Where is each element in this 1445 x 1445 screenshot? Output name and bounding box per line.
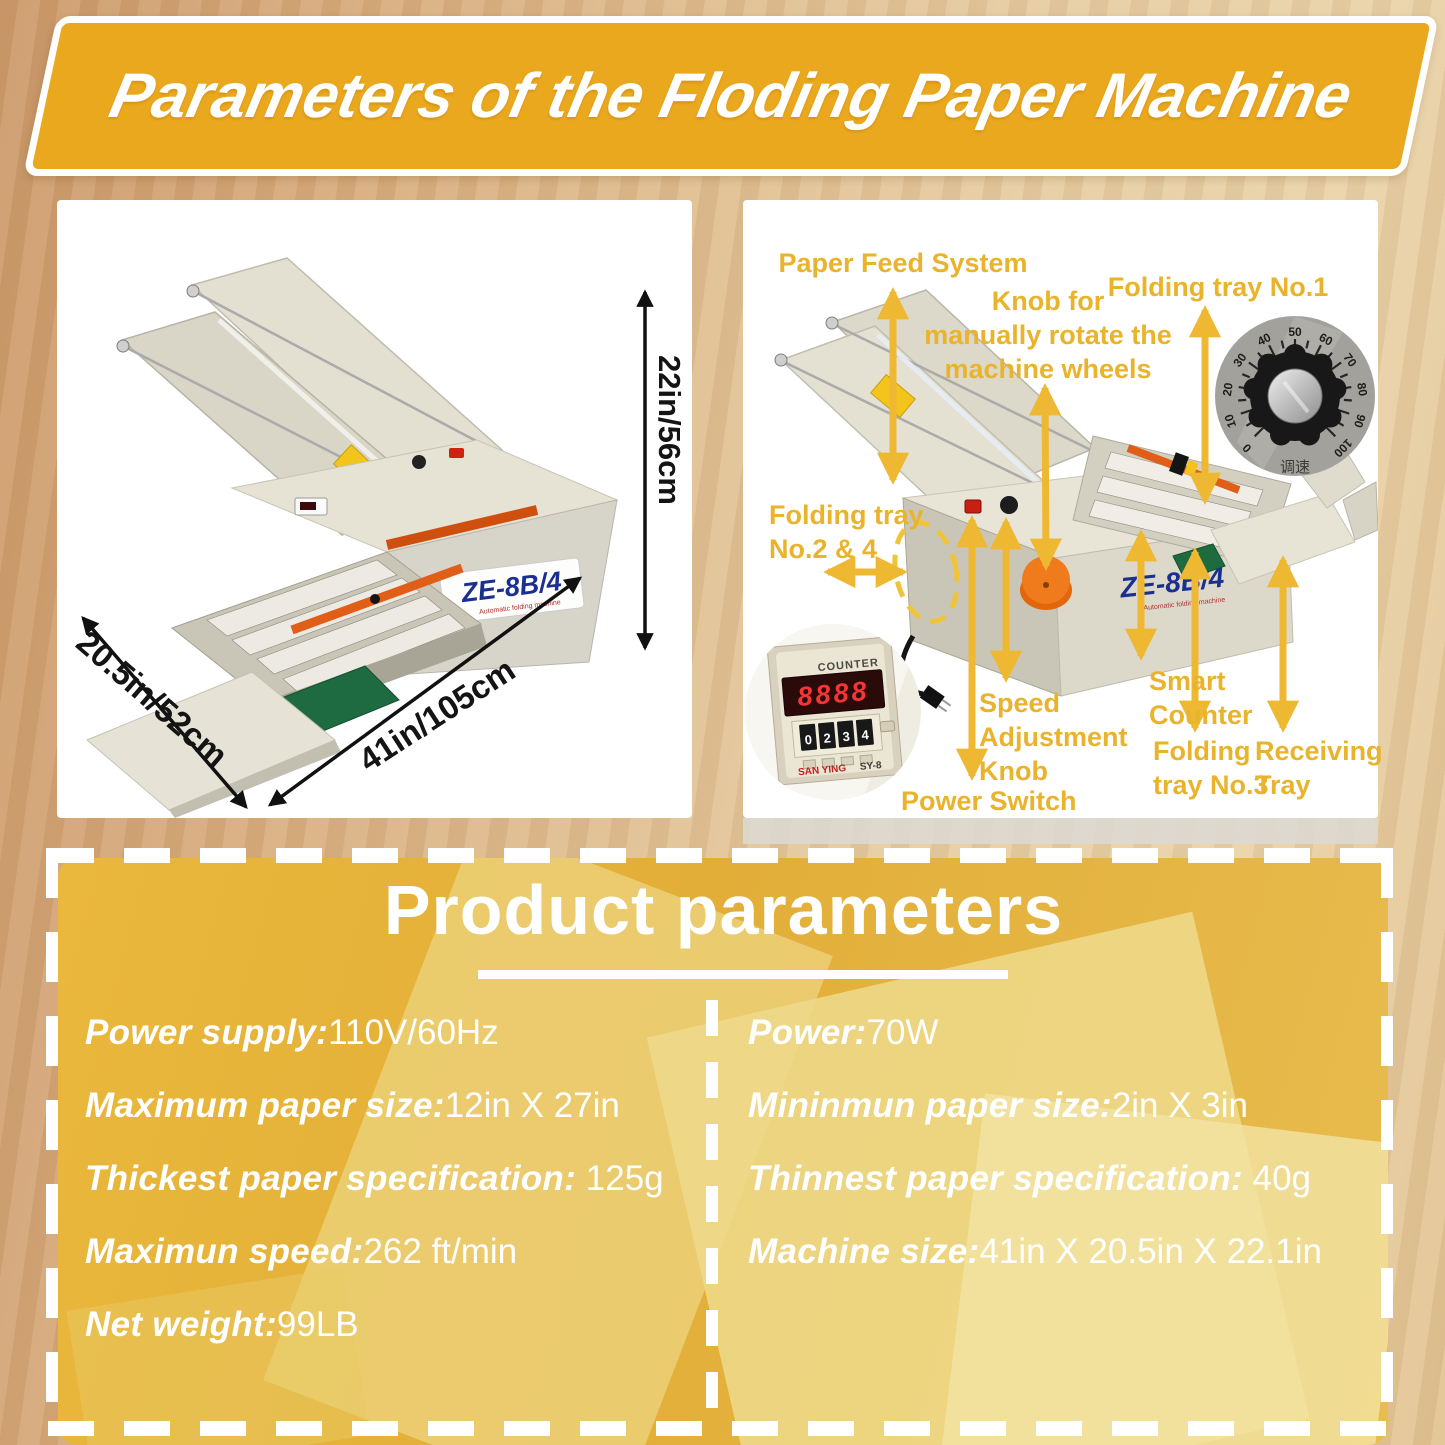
banner-title: Parameters of the Floding Paper Machine: [103, 61, 1359, 131]
folding-tray-1-label: Folding tray No.1: [1107, 272, 1329, 302]
smart-counter-label: Smart Counter: [1149, 666, 1253, 730]
power-switch: [449, 448, 464, 458]
paper-feed-label: Paper Feed System: [778, 248, 1028, 278]
counter-inset: COUNTER 8888 0 2 3 4: [745, 624, 921, 800]
spec-row-max-paper-size: Maximum paper size:12in X 27in: [85, 1086, 620, 1125]
dial-number: 90: [1351, 412, 1369, 429]
folding-tray-2-4-label: Folding tray No.2 & 4: [769, 500, 924, 564]
hand-wheel-arrow: [1029, 383, 1062, 571]
receiving-tray-label: Receiving Tray: [1255, 736, 1383, 800]
folding-machine-parts-illustration: ZE-8B/4 Automatic folding machine: [745, 287, 1378, 800]
dial-tick: [1343, 398, 1352, 402]
rod-knob: [116, 339, 130, 353]
dial-tick: [1241, 373, 1251, 379]
depth-dimension-arrow: [81, 616, 248, 809]
spec-row-min-paper-size: Mininmun paper size:2in X 3in: [748, 1086, 1249, 1125]
callout-arrows: [823, 287, 1300, 781]
column-divider: [706, 1000, 718, 1420]
dashed-border-bottom: [48, 1421, 1392, 1436]
dial-number: 60: [1317, 330, 1336, 349]
banner: Parameters of the Floding Paper Machine: [22, 16, 1440, 176]
dial-number: 20: [1220, 381, 1236, 397]
product-parameters-box: [58, 858, 1388, 1445]
counter-display: [300, 502, 316, 510]
wheel-digit: 4: [861, 727, 870, 743]
counter-brand: SAN YING: [798, 763, 847, 778]
guide-clamp: [370, 594, 380, 604]
rod-knob: [186, 284, 200, 298]
speed-adjustment-knob-label: Speed Adjustment Knob: [979, 688, 1128, 786]
power-switch: [964, 499, 982, 514]
dial-tick: [1324, 425, 1337, 438]
counter-title: COUNTER: [817, 657, 879, 674]
speed-knob: [1000, 496, 1018, 514]
dial-tick: [1280, 340, 1285, 349]
feed-tray-rod: [781, 359, 1048, 492]
wheel-digit: 2: [823, 730, 832, 746]
dial-tick: [1238, 398, 1247, 402]
dashed-border-top: [48, 848, 1392, 863]
power-switch-label: Power Switch: [901, 786, 1077, 816]
feed-tray-rod: [192, 289, 498, 454]
wheel-digit: 3: [842, 729, 851, 745]
dial-knob: [1243, 344, 1347, 446]
power-plug: [919, 685, 952, 713]
rod-knob: [825, 316, 839, 330]
parts-callout-photo-panel: ZE-8B/4 Automatic folding machine: [743, 200, 1383, 818]
dial-tick: [1253, 425, 1266, 438]
spec-row-power: Power:70W: [748, 1013, 939, 1052]
spec-row-power-supply: Power supply:110V/60Hz: [85, 1013, 499, 1052]
dashed-border-right: [1381, 848, 1393, 1436]
paper-sheet-decor: [66, 1267, 370, 1445]
rod-knob: [774, 353, 788, 367]
photo-backdrop-shadow: [743, 818, 1378, 844]
spec-row-thinnest-paper: Thinnest paper specification: 40g: [748, 1159, 1312, 1198]
counter-led-digits: 8888: [796, 676, 870, 712]
height-dimension-label: 22in/56cm: [652, 355, 687, 505]
folding-tray-3-label: Folding tray No.3: [1153, 736, 1269, 800]
title-underline: [478, 970, 1008, 979]
receiving-tray-flap: [1342, 481, 1378, 541]
dial-number: 50: [1288, 325, 1302, 339]
dial-number: 80: [1354, 382, 1370, 398]
dial-number: 40: [1255, 330, 1274, 349]
dial-number: 10: [1222, 412, 1240, 429]
dimensions-photo-panel: ZE-8B/4 Automatic folding machine: [57, 200, 692, 818]
dial-tick: [1329, 361, 1342, 372]
tray24-highlight-ellipse: [892, 520, 960, 624]
fold-roller: [385, 505, 539, 550]
receiving-tray: [1210, 493, 1356, 585]
dial-tick: [1248, 361, 1261, 372]
dashed-border-left: [46, 848, 58, 1436]
folding-machine-dimension-illustration: ZE-8B/4 Automatic folding machine: [81, 257, 654, 818]
product-parameters-title: Product parameters: [383, 871, 1064, 949]
dial-caption: 调速: [1280, 459, 1310, 476]
spec-row-machine-size: Machine size:41in X 20.5in X 22.1in: [748, 1232, 1322, 1271]
hand-wheel-label: Knob for manually rotate the machine whe…: [924, 286, 1172, 384]
dial-tick: [1305, 340, 1310, 349]
counter-model: SY-8: [859, 760, 882, 773]
length-dimension-arrow: [267, 576, 583, 807]
spec-row-thickest-paper: Thickest paper specification: 125g: [85, 1159, 664, 1198]
spec-row-max-speed: Maximun speed:262 ft/min: [85, 1232, 518, 1271]
hand-wheel-center: [1043, 582, 1049, 588]
dimension-arrows: [81, 289, 654, 809]
manual-knob: [412, 455, 426, 469]
spec-row-net-weight: Net weight:99LB: [85, 1305, 359, 1344]
wheel-digit: 0: [804, 732, 813, 748]
dial-tick: [1339, 373, 1349, 379]
